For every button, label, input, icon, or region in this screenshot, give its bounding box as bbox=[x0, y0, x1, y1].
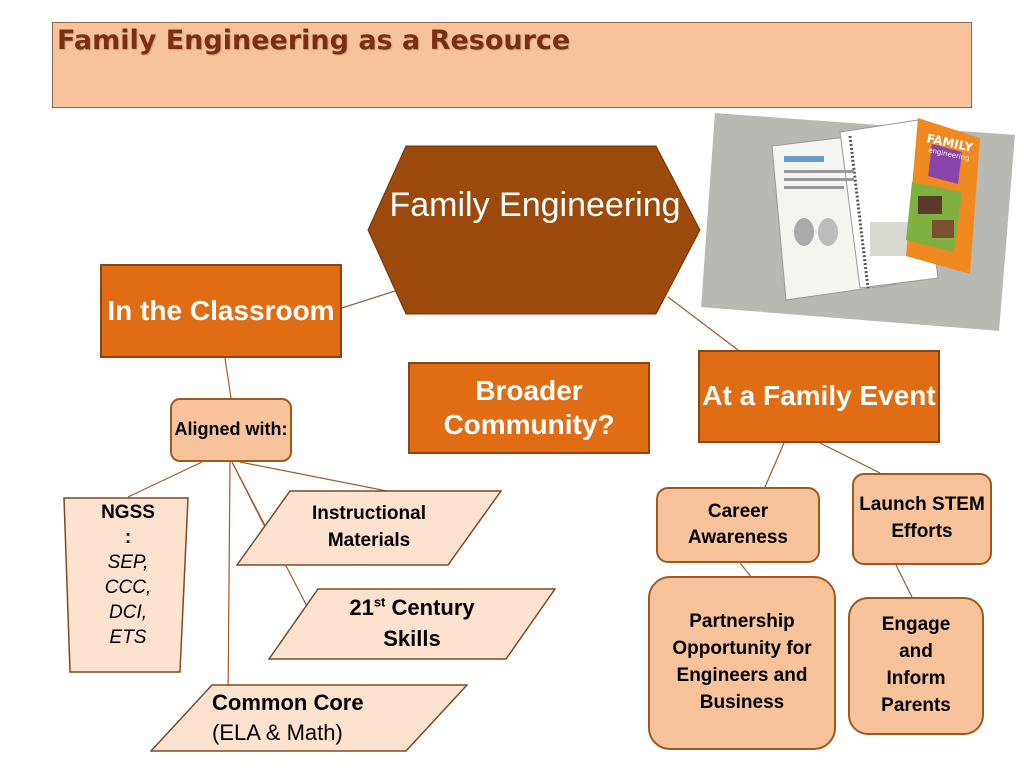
in-classroom-box: In the Classroom bbox=[100, 264, 342, 358]
ngss-colon: : bbox=[124, 527, 132, 549]
ngss-item: ETS bbox=[109, 627, 147, 649]
instructional-materials-box: Instructional Materials bbox=[236, 490, 502, 566]
link-center-event bbox=[667, 296, 739, 351]
century-skills-line1: 21st Century bbox=[349, 593, 474, 624]
common-core-line2: (ELA & Math) bbox=[212, 719, 343, 745]
link-aligned-ngss bbox=[127, 461, 203, 498]
ngss-box bbox=[62, 497, 190, 673]
common-core-line1: Common Core bbox=[212, 690, 364, 715]
slide-title: Family Engineering as a Resource bbox=[57, 25, 571, 56]
century-skills-line2: Skills bbox=[383, 626, 441, 651]
common-core-box: Common Core (ELA & Math) bbox=[150, 684, 468, 752]
broader-community-box: Broader Community? bbox=[408, 362, 650, 454]
link-event-launch bbox=[819, 442, 881, 474]
title-bar: Family Engineering as a Resource bbox=[52, 22, 972, 108]
career-awareness-box: Career Awareness bbox=[656, 487, 820, 563]
link-center-classroom bbox=[341, 289, 399, 309]
ngss-item: SEP, bbox=[107, 552, 149, 574]
engage-parents-box: Engage and Inform Parents bbox=[848, 597, 984, 735]
ngss-item: CCC, bbox=[104, 577, 152, 599]
launch-stem-box: Launch STEM Efforts bbox=[852, 473, 992, 565]
ngss-item: DCI, bbox=[109, 602, 147, 624]
link-aligned-commoncore bbox=[227, 461, 231, 707]
family-event-box: At a Family Event bbox=[698, 350, 940, 443]
link-event-career bbox=[764, 442, 785, 488]
century-skills-box: 21st Century Skills bbox=[268, 588, 556, 660]
partnership-box: Partnership Opportunity for Engineers an… bbox=[648, 576, 836, 750]
ngss-heading: NGSS bbox=[101, 502, 155, 523]
center-label: Family Engineering bbox=[389, 186, 681, 224]
in-classroom-label: In the Classroom bbox=[107, 294, 335, 326]
family-event-label: At a Family Event bbox=[702, 380, 936, 412]
instructional-materials-label: Instructional Materials bbox=[311, 503, 426, 551]
century-num: 21 bbox=[349, 595, 374, 621]
century-sup: st bbox=[373, 594, 386, 610]
aligned-with-box: Aligned with: bbox=[170, 398, 292, 462]
book-photo: FAMILY engineering bbox=[700, 112, 1016, 332]
broader-community-label: Broader Community? bbox=[443, 374, 615, 440]
link-aligned-instructional bbox=[239, 461, 393, 493]
partnership-label: Partnership Opportunity for Engineers an… bbox=[672, 611, 812, 713]
link-aligned-21st-b bbox=[231, 461, 266, 528]
century-rest: Century bbox=[385, 595, 475, 621]
career-awareness-label: Career Awareness bbox=[688, 500, 788, 548]
aligned-with-label: Aligned with: bbox=[174, 419, 288, 440]
engage-parents-label: Engage and Inform Parents bbox=[881, 614, 951, 716]
link-classroom-aligned bbox=[224, 357, 232, 399]
ngss-text: NGSS : SEP, CCC, DCI, ETS bbox=[70, 500, 186, 650]
launch-stem-label: Launch STEM Efforts bbox=[859, 494, 985, 542]
link-launch-engage bbox=[895, 564, 913, 598]
